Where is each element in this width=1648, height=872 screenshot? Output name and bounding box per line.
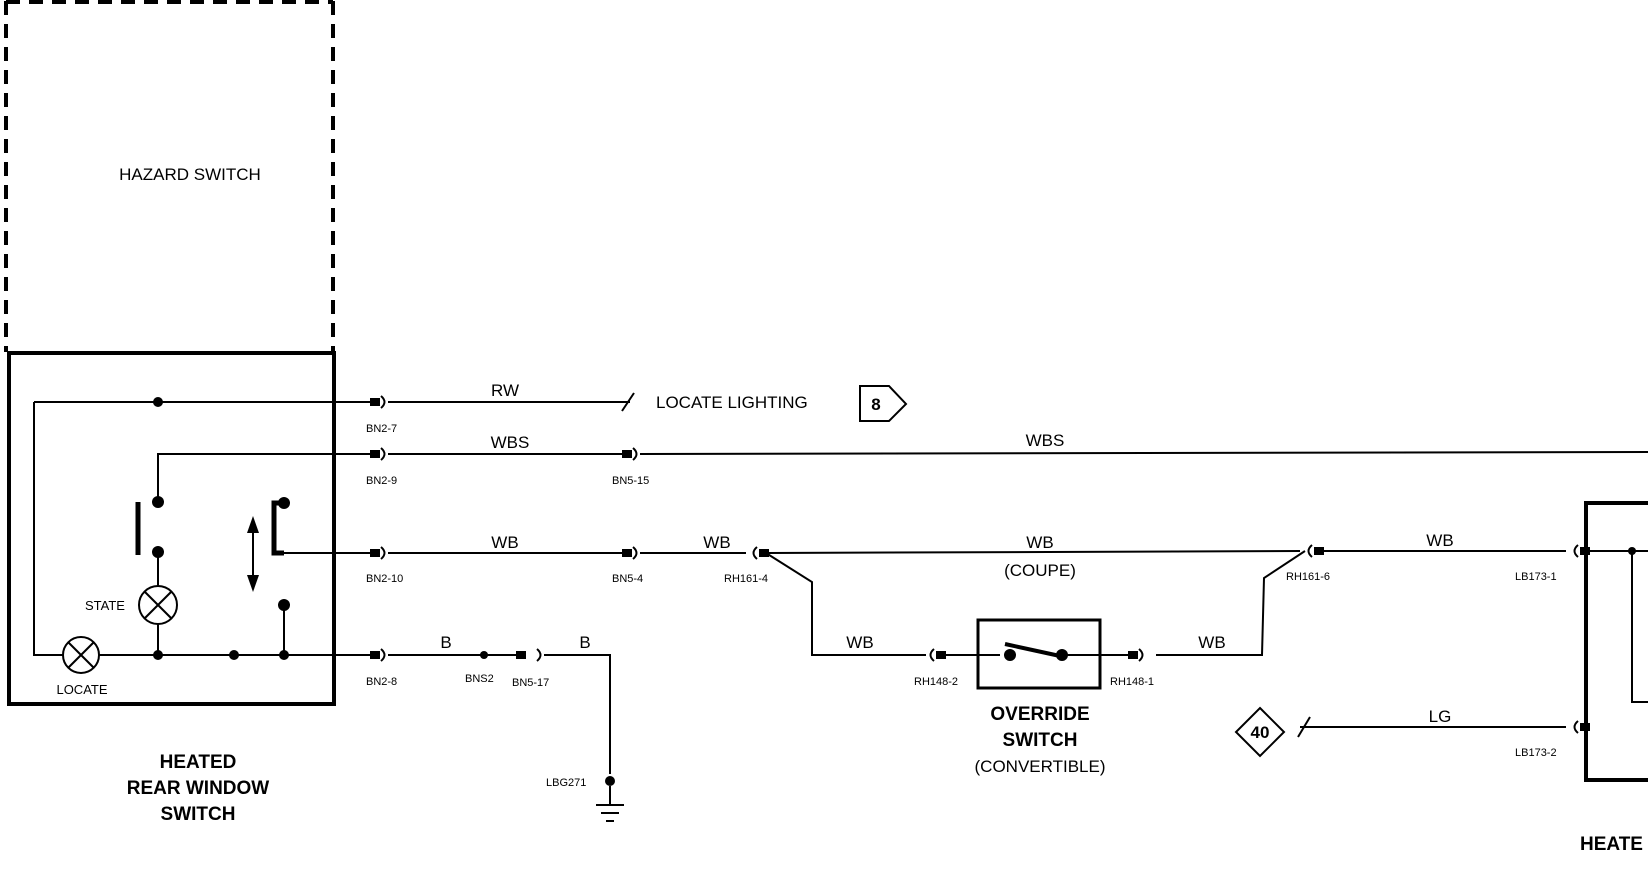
connector-rh148-2-pin (936, 651, 946, 659)
connector-rh148-2-socket (929, 648, 935, 662)
connector-lb173-1: LB173-1 (1515, 571, 1557, 583)
connector-bn2-7: BN2-7 (366, 423, 397, 435)
hazard-switch-label: HAZARD SWITCH (119, 165, 261, 184)
page-ref-8-badge (859, 385, 908, 422)
connector-rh161-4-pin (759, 549, 769, 557)
hrw-switch-title-1: HEATED (160, 752, 237, 773)
hrw-switch-title-3: SWITCH (161, 804, 236, 825)
connector-rh161-4: RH161-4 (724, 573, 768, 585)
connector-bn5-4-pin (622, 549, 632, 557)
override-switch-variant: (CONVERTIBLE) (975, 757, 1106, 776)
heated-element-box (1584, 501, 1648, 782)
wire-label-wb-3: WB (1026, 533, 1053, 552)
wire-label-wbs-1: WBS (491, 433, 530, 452)
page-ref-40-badge (1234, 706, 1286, 758)
coupe-note: (COUPE) (1004, 561, 1076, 580)
hrw-switch-junctions (152, 397, 290, 660)
wire-label-b-2: B (579, 633, 590, 652)
wire-label-lg: LG (1429, 707, 1452, 726)
wire-label-wbs-2: WBS (1026, 431, 1065, 450)
connector-rh161-6-pin (1314, 547, 1324, 555)
connector-rh161-6-socket (1307, 544, 1313, 558)
wire-label-wb-4: WB (846, 633, 873, 652)
switch-connectors (370, 395, 386, 662)
connector-rh161-4-socket (752, 546, 758, 560)
connector-lbg271: LBG271 (546, 777, 586, 789)
hrw-switch-box (7, 351, 336, 706)
wire-label-rw: RW (491, 381, 519, 400)
connector-rh148-2: RH148-2 (914, 676, 958, 688)
wire-wb-main (388, 550, 1648, 554)
connector-lb173-2-socket (1573, 720, 1579, 734)
wire-b (388, 654, 611, 774)
locate-lamp-icon (62, 636, 100, 674)
connector-bn5-17: BN5-17 (512, 677, 549, 689)
wire-wbs-2 (639, 451, 1648, 455)
connector-bn2-10: BN2-10 (366, 573, 403, 585)
connector-bn5-4: BN5-4 (612, 573, 643, 585)
connector-lb173-1-socket (1573, 544, 1579, 558)
wire-label-wb-2: WB (703, 533, 730, 552)
hrw-switch-internal-wiring (33, 401, 378, 656)
override-switch-title-2: SWITCH (1003, 730, 1078, 751)
heated-element-internal (1631, 551, 1648, 703)
connector-bn5-15: BN5-15 (612, 475, 649, 487)
wire-label-wb-5: WB (1198, 633, 1225, 652)
state-lamp-icon (138, 585, 178, 625)
connector-bn2-9: BN2-9 (366, 475, 397, 487)
locate-lighting-label: LOCATE LIGHTING (656, 393, 808, 412)
page-ref-8: 8 (871, 395, 880, 414)
override-switch-title-1: OVERRIDE (990, 704, 1089, 725)
connector-rh148-1-socket (1138, 648, 1144, 662)
connector-bn2-8: BN2-8 (366, 676, 397, 688)
override-switch-contact-icon (978, 642, 1100, 661)
connector-bns2: BNS2 (465, 673, 494, 685)
hazard-switch-box (4, 0, 335, 352)
connector-bn5-15-pin (622, 450, 632, 458)
page-ref-40: 40 (1251, 723, 1270, 742)
ground-symbol-icon (596, 786, 624, 822)
connector-rh148-1-pin (1128, 651, 1138, 659)
hrw-switch-title-2: REAR WINDOW (127, 778, 270, 799)
hrw-switch-contact (271, 500, 284, 556)
wire-label-wb-6: WB (1426, 531, 1453, 550)
connector-lb173-2: LB173-2 (1515, 747, 1557, 759)
heated-partial-title: HEATE (1580, 834, 1643, 855)
wire-label-b-1: B (440, 633, 451, 652)
state-lamp-label: STATE (85, 598, 125, 613)
connector-bn5-4-socket (632, 546, 638, 560)
heated-element-junction (1628, 547, 1636, 555)
connector-rh161-6: RH161-6 (1286, 571, 1330, 583)
locate-lamp-label: LOCATE (56, 682, 107, 697)
wire-label-wb-1: WB (491, 533, 518, 552)
ground-point (605, 776, 615, 786)
wire-break-mark (621, 392, 635, 412)
splice-bns2 (480, 651, 488, 659)
switch-action-arrow (247, 516, 259, 592)
connector-bn5-17-pin (516, 651, 526, 659)
connector-bn5-17-socket (536, 648, 542, 662)
connector-bn5-15-socket (632, 447, 638, 461)
connector-rh148-1: RH148-1 (1110, 676, 1154, 688)
wire-lg-break-mark (1297, 716, 1311, 738)
